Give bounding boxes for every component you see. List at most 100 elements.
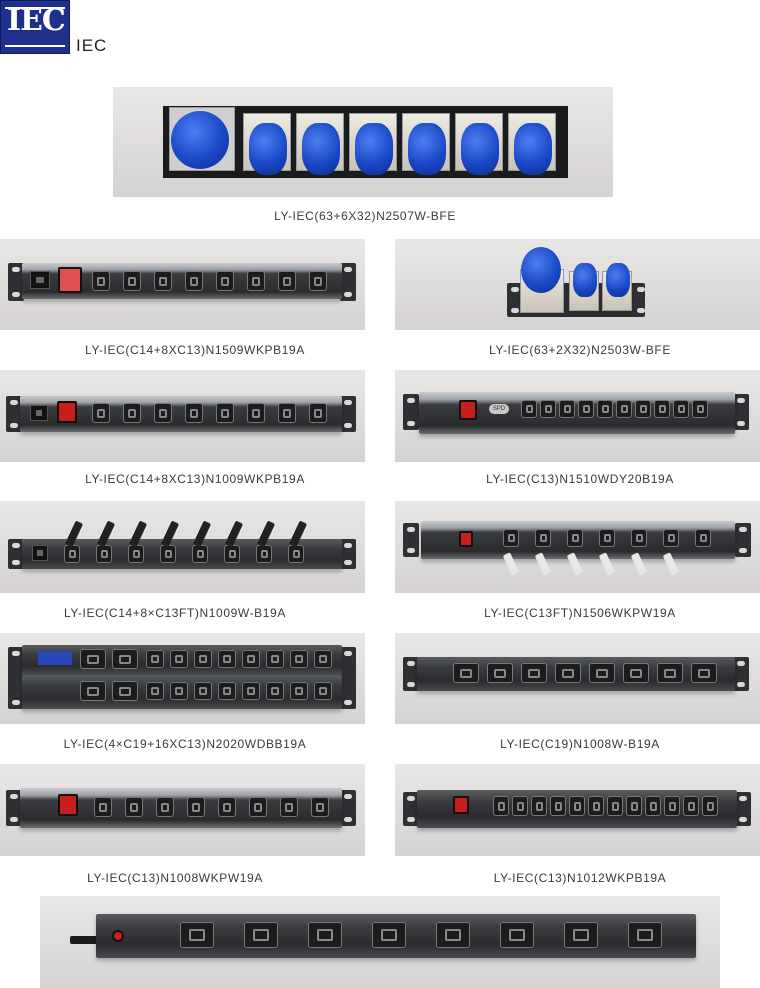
product-photo-p3 [395,239,760,330]
outlet-socket-icon [156,797,174,817]
outlet-socket-icon [599,529,615,547]
outlet-socket-icon [500,922,534,948]
outlet-socket-icon [256,545,272,563]
industrial-socket-icon [355,123,393,175]
industrial-plug-icon [521,247,561,293]
mounting-bracket [403,394,419,430]
outlet-socket-icon [607,796,623,816]
power-switch-icon [57,401,77,423]
outlet-socket-icon [308,922,342,948]
outlet-socket-icon [278,403,296,423]
product-caption: LY-IEC(C13FT)N1506WKPW19A [484,606,676,620]
outlet-socket-icon [266,650,284,668]
outlet-socket-icon [216,403,234,423]
outlet-socket-icon [535,529,551,547]
product-caption: LY-IEC(C19)N1008W-B19A [500,737,660,751]
outlet-socket-icon [453,663,479,683]
outlet-socket-icon [244,922,278,948]
mounting-bracket [8,263,24,301]
outlet-socket-icon [657,663,683,683]
outlet-socket-icon [218,650,236,668]
product-photo-p6 [0,501,365,593]
product-photo-p1 [113,87,613,197]
outlet-socket-icon [154,403,172,423]
outlet-socket-icon [187,797,205,817]
mounting-bracket [735,792,751,826]
mounting-bracket [8,647,24,709]
industrial-socket-icon [249,123,287,175]
outlet-socket-icon [242,682,260,700]
product-photo-p10 [0,764,365,856]
outlet-socket-icon [616,400,632,418]
outlet-socket-icon [597,400,613,418]
power-inlet-icon [30,405,48,421]
power-switch-icon [58,794,78,816]
outlet-socket-icon [664,796,680,816]
outlet-socket-icon [146,650,164,668]
industrial-plug-icon [171,111,229,169]
outlet-socket-icon [623,663,649,683]
product-caption: LY-IEC(C14+8XC13)N1509WKPB19A [85,343,305,357]
outlet-socket-icon [92,403,110,423]
outlet-socket-icon [512,796,528,816]
product-photo-p11 [395,764,760,856]
outlet-socket-icon [487,663,513,683]
industrial-socket-icon [302,123,340,175]
outlet-socket-icon [559,400,575,418]
outlet-socket-icon [123,403,141,423]
outlet-socket-icon [146,682,164,700]
outlet-socket-icon [247,271,265,291]
outlet-socket-icon [531,796,547,816]
outlet-socket-icon [645,796,661,816]
meter-display [38,651,72,665]
industrial-socket-icon [461,123,499,175]
outlet-socket-icon [691,663,717,683]
outlet-socket-icon [311,797,329,817]
mounting-bracket [633,283,645,317]
outlet-socket-icon [170,650,188,668]
outlet-socket-icon [160,545,176,563]
industrial-socket-icon [514,123,552,175]
outlet-socket-icon [112,649,138,669]
outlet-socket-icon [314,650,332,668]
logo-stripe [5,45,65,47]
industrial-socket-icon [573,263,597,297]
outlet-socket-icon [94,797,112,817]
mounting-bracket [8,539,24,569]
product-caption: LY-IEC(C13)N1510WDY20B19A [486,472,674,486]
mounting-bracket [403,792,419,826]
outlet-socket-icon [702,796,718,816]
outlet-socket-icon [567,529,583,547]
outlet-socket-icon [224,545,240,563]
product-caption: LY-IEC(C14+8×C13FT)N1009W-B19A [64,606,286,620]
mounting-bracket [733,657,749,691]
product-caption: LY-IEC(C13)N1012WKPB19A [493,871,667,885]
outlet-socket-icon [123,271,141,291]
outlet-socket-icon [309,403,327,423]
power-inlet-icon [30,271,50,289]
plug-retainer-icon [70,936,98,944]
outlet-socket-icon [242,650,260,668]
outlet-socket-icon [278,271,296,291]
outlet-socket-icon [521,663,547,683]
power-inlet-icon [32,545,48,561]
mounting-bracket [507,283,519,317]
product-photo-p9 [395,633,760,724]
outlet-socket-icon [673,400,689,418]
outlet-socket-icon [540,400,556,418]
mounting-bracket [403,523,419,557]
mounting-bracket [403,657,419,691]
outlet-socket-icon [266,682,284,700]
mounting-bracket [735,523,751,557]
brand-title: IEC [76,36,108,55]
industrial-socket-icon [606,263,630,297]
mounting-bracket [340,396,356,432]
product-photo-p5: SPD [395,370,760,462]
outlet-socket-icon [628,922,662,948]
outlet-socket-icon [218,797,236,817]
power-switch-icon [453,796,469,814]
product-caption: LY-IEC(63+2X32)N2503W-BFE [489,343,671,357]
logo-stripe [5,7,65,9]
product-photo-p4 [0,370,365,462]
outlet-socket-icon [288,545,304,563]
